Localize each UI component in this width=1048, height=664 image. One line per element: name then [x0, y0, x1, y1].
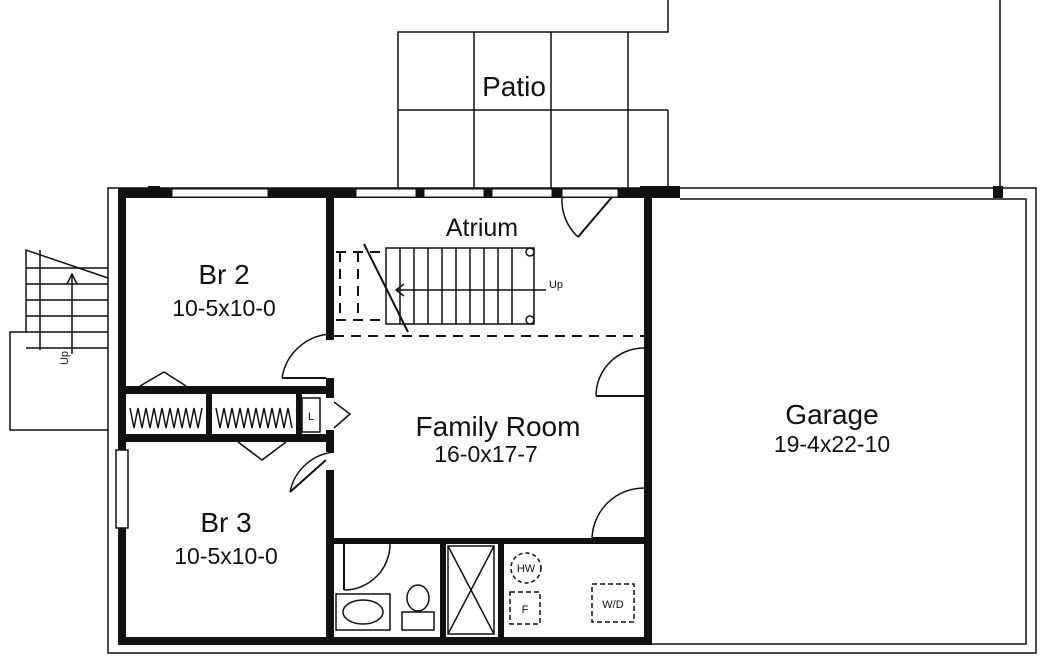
exterior-stair: Up: [9, 248, 109, 431]
water-heater-label: HW: [517, 563, 536, 575]
atrium-stair: Up: [334, 243, 644, 337]
patio: [397, 0, 1001, 190]
exterior-stair-up-label: Up: [59, 351, 71, 365]
furnace-label: F: [522, 604, 529, 616]
br3-dims: 10-5x10-0: [174, 543, 278, 569]
door-swings: [139, 196, 645, 591]
washer-dryer-icon: [591, 583, 635, 623]
br3-label: Br 3: [200, 507, 251, 538]
atrium-label: Atrium: [446, 214, 518, 242]
br2-dims: 10-5x10-0: [172, 295, 276, 321]
patio-label: Patio: [482, 71, 546, 102]
linen-label: L: [308, 411, 314, 423]
br2-label: Br 2: [198, 259, 249, 290]
water-heater-icon: [510, 552, 542, 584]
interior-walls: [118, 198, 652, 640]
top-windows: [171, 188, 619, 198]
br3-window: [115, 449, 129, 529]
stair-up-label: Up: [549, 279, 563, 291]
garage-label: Garage: [785, 399, 878, 430]
family-room-dims: 16-0x17-7: [434, 441, 538, 467]
bathroom: [335, 545, 495, 635]
closets: L: [129, 397, 321, 433]
garage-dims: 19-4x22-10: [774, 431, 890, 457]
family-room-label: Family Room: [416, 411, 581, 442]
washer-dryer-label: W/D: [602, 599, 623, 611]
room-labels: Patio Atrium Br 2 10-5x10-0 Br 3 10-5x10…: [172, 71, 890, 569]
utility: HW F W/D: [509, 552, 635, 625]
furnace-icon: [509, 591, 541, 625]
